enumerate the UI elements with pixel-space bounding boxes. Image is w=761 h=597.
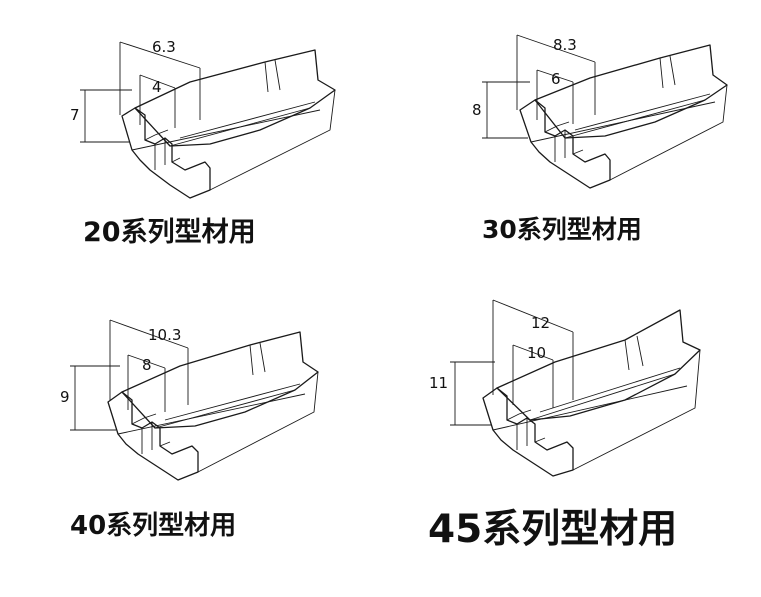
dim-line-inner <box>512 344 554 361</box>
profile-base-lines <box>117 371 319 473</box>
seal-wing-lower-edge <box>154 383 301 429</box>
dim-line-outer <box>516 34 596 63</box>
dim-inner-width-label: 6 <box>551 70 561 88</box>
seal-wing-surface <box>121 331 319 429</box>
dim-height-label: 8 <box>472 101 482 119</box>
panel-40-series: 10.3 8 9 <box>50 300 340 490</box>
seal-wing-surface <box>496 309 701 421</box>
seal-strip-drawing-20: 6.3 4 7 <box>70 38 336 199</box>
panel-30-series: 8.3 6 8 <box>465 20 745 210</box>
seal-strip-drawing-40: 10.3 8 9 <box>60 319 319 481</box>
caption-40-series: 40系列型材用 <box>70 511 237 541</box>
dim-height-label: 7 <box>70 106 80 124</box>
dim-line-inner <box>127 354 166 369</box>
dim-outer-width-label: 8.3 <box>553 36 577 54</box>
caption-20-series: 20系列型材用 <box>83 217 256 248</box>
t-slot-body <box>107 391 199 481</box>
panel-20-series: 6.3 4 7 <box>60 20 350 210</box>
seal-wing-edge <box>624 335 644 371</box>
dim-line-outer <box>119 41 201 69</box>
seal-wing-edge <box>659 55 676 89</box>
t-slot-inner-lines <box>144 129 181 170</box>
seal-strip-drawing-45: 12 10 11 <box>429 299 701 477</box>
dim-line-inner <box>139 74 176 89</box>
t-slot-body <box>482 387 574 477</box>
seal-wing-lower-edge <box>529 367 681 421</box>
profile-base-lines <box>492 349 701 471</box>
t-slot-inner-lines <box>544 121 584 162</box>
dim-line-outer <box>492 299 574 333</box>
dim-outer-width-label: 12 <box>531 314 550 332</box>
caption-45-series: 45系列型材用 <box>428 507 678 552</box>
profile-base-lines <box>530 84 728 181</box>
dim-outer-width-label: 6.3 <box>152 38 176 56</box>
dim-inner-width-label: 10 <box>527 344 546 362</box>
dim-height-label: 11 <box>429 374 448 392</box>
seal-wing-edge <box>264 59 281 93</box>
dim-line-outer <box>109 319 189 349</box>
dim-height-label: 9 <box>60 388 70 406</box>
panel-45-series: 12 10 11 <box>425 290 725 485</box>
dim-inner-width-label: 8 <box>142 356 152 374</box>
seal-strip-drawing-30: 8.3 6 8 <box>472 34 728 189</box>
t-slot-body <box>519 99 611 189</box>
dim-inner-width-label: 4 <box>152 78 162 96</box>
seal-wing-lower-edge <box>169 101 316 147</box>
t-slot-body <box>121 107 211 199</box>
dim-line-inner <box>536 69 574 83</box>
t-slot-inner-lines <box>506 409 546 450</box>
profile-base-lines <box>131 89 336 191</box>
caption-30-series: 30系列型材用 <box>482 215 642 244</box>
seal-wing-edge <box>249 342 266 376</box>
dim-outer-width-label: 10.3 <box>148 326 181 344</box>
t-slot-inner-lines <box>131 413 171 454</box>
seal-wing-lower-edge <box>564 93 711 139</box>
